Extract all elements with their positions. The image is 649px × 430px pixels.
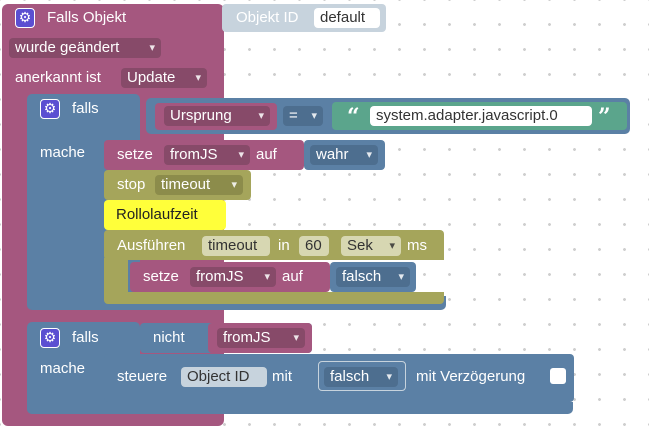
set2-value-dropdown[interactable]: falsch — [336, 267, 410, 287]
delay-checkbox[interactable] — [550, 368, 566, 384]
timeout-block-side — [104, 258, 128, 296]
operator-dropdown[interactable]: = — [283, 106, 323, 126]
trigger-dropdown[interactable]: wurde geändert — [9, 38, 161, 58]
quote-open-icon: “ — [347, 104, 360, 130]
event-title: Falls Objekt — [47, 9, 127, 26]
if2-mache-label: mache — [40, 360, 86, 377]
if2-falls-label: falls — [72, 329, 99, 346]
timeout-unit-dropdown[interactable]: Sek — [341, 236, 401, 256]
event-gear-icon[interactable]: ⚙ — [15, 8, 35, 28]
set1-setze-label: setze — [117, 146, 153, 163]
timeout-in-label: in — [278, 237, 290, 254]
set2-var-dropdown[interactable]: fromJS — [190, 267, 276, 287]
ack-dropdown[interactable]: Update — [121, 68, 207, 88]
control-label: steuere — [117, 368, 168, 385]
source-dropdown[interactable]: Ursprung — [164, 106, 270, 126]
timeout-label: Ausführen — [117, 237, 186, 254]
set2-setze-label: setze — [143, 268, 179, 285]
control-value-dropdown[interactable]: falsch — [324, 367, 398, 387]
if-block-2-bottom — [27, 402, 573, 414]
if1-mache-label: mache — [40, 144, 86, 161]
ack-label: anerkannt ist — [15, 69, 101, 86]
control-object-field[interactable]: Object ID — [181, 367, 267, 387]
stop-label: stop — [117, 176, 146, 193]
object-id-value[interactable]: default — [314, 8, 380, 28]
quote-close-icon: ” — [598, 104, 611, 130]
timeout-delay-field[interactable]: 60 — [299, 236, 329, 256]
not-var-dropdown[interactable]: fromJS — [217, 328, 305, 348]
timeout-var-field[interactable]: timeout — [202, 236, 270, 256]
if1-falls-label: falls — [72, 100, 99, 117]
set1-value-dropdown[interactable]: wahr — [310, 145, 378, 165]
if1-gear-icon[interactable]: ⚙ — [40, 99, 60, 119]
timeout-ms-label: ms — [407, 237, 427, 254]
set1-var-dropdown[interactable]: fromJS — [164, 145, 250, 165]
comment-field[interactable]: Rollolaufzeit — [110, 205, 220, 225]
control-delay-label: mit Verzögerung — [416, 368, 526, 385]
text-value-field[interactable]: system.adapter.javascript.0 — [370, 106, 592, 126]
timeout-block-bottom — [104, 292, 444, 304]
set2-auf-label: auf — [282, 268, 303, 285]
control-mit-label: mit — [272, 368, 292, 385]
if2-gear-icon[interactable]: ⚙ — [40, 328, 60, 348]
not-label: nicht — [153, 329, 185, 346]
object-id-label: Objekt ID — [236, 9, 299, 26]
stop-var-dropdown[interactable]: timeout — [155, 175, 243, 195]
set1-auf-label: auf — [256, 146, 277, 163]
